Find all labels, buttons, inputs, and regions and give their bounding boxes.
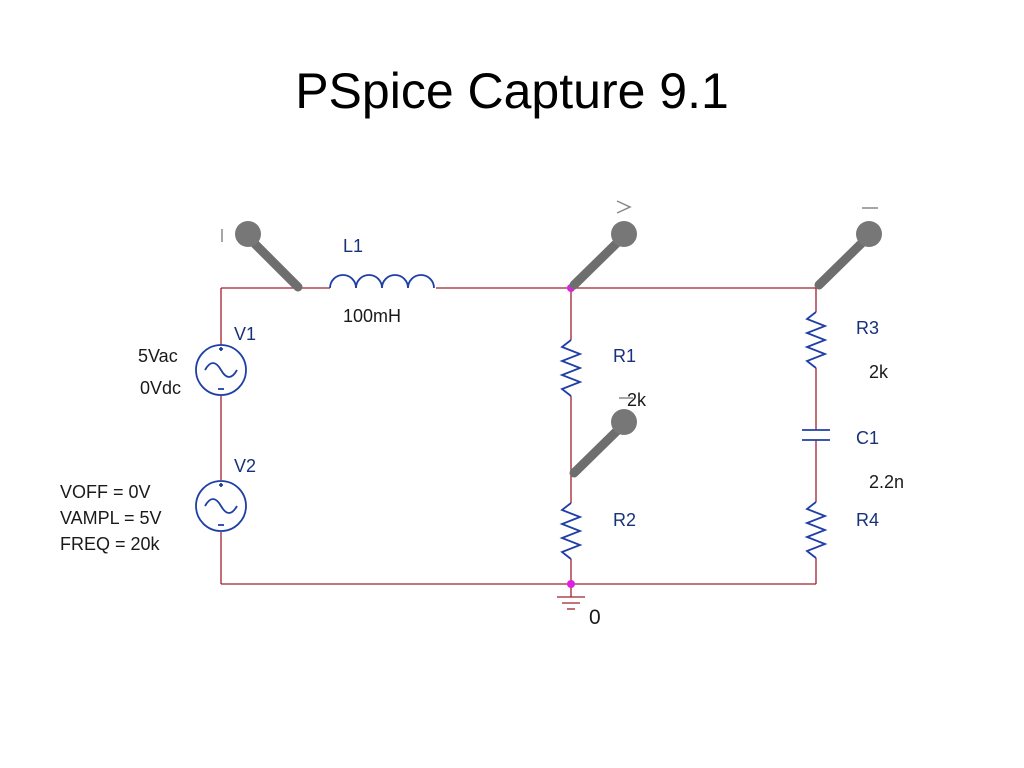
v2-vampl: VAMPL = 5V [60,508,162,528]
voltage-source-v2[interactable]: V2 VOFF = 0V VAMPL = 5V FREQ = 20k [60,456,256,554]
v1-name: V1 [234,324,256,344]
ground-symbol[interactable]: 0 [557,596,601,629]
r2-name: R2 [613,510,636,530]
resistor-r3[interactable]: R3 2k [804,311,889,382]
v2-name: V2 [234,456,256,476]
capacitor-c1[interactable]: C1 2.2n [802,428,904,492]
r1-name: R1 [613,346,636,366]
v1-dc-value: 0Vdc [140,378,181,398]
r3-name: R3 [856,318,879,338]
slide-title: PSpice Capture 9.1 [295,63,729,119]
v2-freq: FREQ = 20k [60,534,161,554]
c1-name: C1 [856,428,879,448]
l1-value: 100mH [343,306,401,326]
wires [220,287,817,597]
voltage-probe-marker[interactable] [569,200,637,290]
resistor-r1[interactable]: R1 2k [559,339,647,410]
r4-name: R4 [856,510,879,530]
inductor-l1[interactable]: L1 100mH [329,236,435,326]
r3-value: 2k [869,362,889,382]
voltage-differential-probe-marker[interactable] [814,207,882,290]
resistor-r2[interactable]: R2 [559,502,636,560]
resistor-r4[interactable]: R4 [804,501,879,559]
current-probe-marker[interactable] [221,221,303,292]
voltage-probe-marker-mid[interactable] [569,397,637,478]
r1-value: 2k [627,390,647,410]
v1-ac-value: 5Vac [138,346,178,366]
junction-dot-bottom [567,580,575,588]
c1-value: 2.2n [869,472,904,492]
voltage-source-v1[interactable]: V1 5Vac 0Vdc [138,324,256,398]
voltage-marker-icon [616,200,632,214]
v2-voff: VOFF = 0V [60,482,151,502]
l1-name: L1 [343,236,363,256]
ground-label: 0 [589,606,601,629]
